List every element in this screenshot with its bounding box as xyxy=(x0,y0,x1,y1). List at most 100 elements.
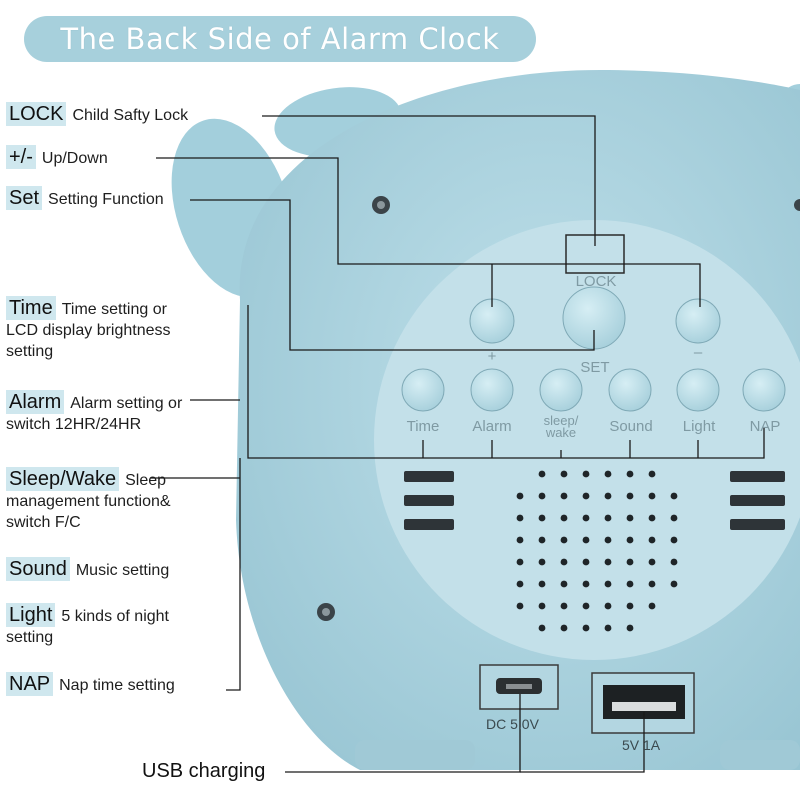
alarm-button[interactable] xyxy=(470,368,514,412)
legend-key: Alarm xyxy=(6,390,65,414)
sound-label: Sound xyxy=(609,418,653,435)
right-vents xyxy=(730,471,785,530)
speaker-hole xyxy=(626,558,634,566)
time-label: Time xyxy=(406,418,440,435)
legend-desc: 5 kinds of night xyxy=(61,608,169,625)
speaker-hole xyxy=(626,470,634,478)
speaker-hole xyxy=(582,470,590,478)
speaker-hole xyxy=(538,492,546,500)
speaker-hole xyxy=(648,558,656,566)
sound-button[interactable] xyxy=(608,368,652,412)
nap-label: NAP xyxy=(749,418,781,435)
speaker-hole xyxy=(626,624,634,632)
speaker-hole xyxy=(604,470,612,478)
speaker-hole xyxy=(648,580,656,588)
speaker-hole xyxy=(626,492,634,500)
speaker-hole xyxy=(538,536,546,544)
legend-key: Sound xyxy=(6,557,70,581)
speaker-hole xyxy=(516,602,524,610)
speaker-hole xyxy=(670,514,678,522)
speaker-hole xyxy=(648,470,656,478)
dc-port-inner xyxy=(506,684,532,689)
legend-light: Light 5 kinds of night setting xyxy=(6,603,169,648)
legend-lock: LOCK Child Safty Lock xyxy=(6,102,188,126)
speaker-hole xyxy=(626,580,634,588)
legend-key: Set xyxy=(6,186,43,210)
legend-key: Sleep/Wake xyxy=(6,467,120,491)
speaker-hole xyxy=(582,492,590,500)
speaker-hole xyxy=(648,514,656,522)
legend-key: Light xyxy=(6,603,56,627)
speaker-grille xyxy=(516,470,678,632)
speaker-hole xyxy=(604,602,612,610)
speaker-hole xyxy=(538,624,546,632)
speaker-hole xyxy=(560,536,568,544)
plus-label: + xyxy=(487,348,497,365)
light-button[interactable] xyxy=(676,368,720,412)
legend-desc-line: switch F/C xyxy=(6,514,81,531)
legend-desc: Up/Down xyxy=(41,150,108,167)
speaker-hole xyxy=(538,580,546,588)
legend-key: Time xyxy=(6,296,56,320)
legend-desc-line: management function& xyxy=(6,493,171,510)
minus-label: – xyxy=(693,344,703,361)
minus-button[interactable] xyxy=(675,298,721,344)
speaker-hole xyxy=(582,536,590,544)
lock-label: LOCK xyxy=(575,273,617,290)
legend-key: LOCK xyxy=(6,102,67,126)
wake-label-line: wake xyxy=(545,425,577,440)
set-label: SET xyxy=(580,359,610,376)
speaker-hole xyxy=(626,602,634,610)
legend-key: NAP xyxy=(6,672,54,696)
speaker-hole xyxy=(582,514,590,522)
dc-port-label: DC 5.0V xyxy=(486,716,539,732)
light-label: Light xyxy=(682,418,716,435)
speaker-hole xyxy=(604,580,612,588)
speaker-hole xyxy=(516,580,524,588)
legend-desc: Child Safty Lock xyxy=(72,107,189,124)
speaker-hole xyxy=(560,602,568,610)
speaker-hole xyxy=(604,514,612,522)
nap-button[interactable] xyxy=(742,368,786,412)
usb-charging-label: USB charging xyxy=(142,760,266,782)
time-button[interactable] xyxy=(401,368,445,412)
speaker-hole xyxy=(626,536,634,544)
left-vents xyxy=(404,471,454,530)
sleep-wake-button[interactable] xyxy=(539,368,583,412)
legend-plus-minus: +/-Up/Down xyxy=(6,145,108,169)
speaker-hole xyxy=(560,470,568,478)
speaker-hole xyxy=(560,624,568,632)
speaker-hole xyxy=(516,536,524,544)
legend-desc-line: LCD display brightness xyxy=(6,322,171,339)
speaker-hole xyxy=(560,558,568,566)
speaker-hole xyxy=(560,580,568,588)
page-title: The Back Side of Alarm Clock xyxy=(60,22,500,56)
speaker-hole xyxy=(560,492,568,500)
sleep-wake-label: sleep/wake xyxy=(533,413,589,440)
speaker-hole xyxy=(670,492,678,500)
speaker-hole xyxy=(516,558,524,566)
sleep-label-line: sleep/ xyxy=(543,413,579,428)
speaker-hole xyxy=(538,602,546,610)
speaker-hole xyxy=(582,580,590,588)
speaker-hole xyxy=(670,536,678,544)
speaker-hole xyxy=(538,470,546,478)
speaker-hole xyxy=(582,602,590,610)
alarm-label: Alarm xyxy=(472,418,512,435)
speaker-hole xyxy=(670,558,678,566)
speaker-hole xyxy=(648,602,656,610)
foot-right xyxy=(720,740,800,770)
legend-desc: Nap time setting xyxy=(59,677,175,694)
legend-desc-line: setting xyxy=(6,629,54,646)
speaker-hole xyxy=(604,492,612,500)
speaker-hole xyxy=(648,492,656,500)
speaker-hole xyxy=(538,514,546,522)
speaker-hole xyxy=(582,624,590,632)
speaker-hole xyxy=(516,514,524,522)
